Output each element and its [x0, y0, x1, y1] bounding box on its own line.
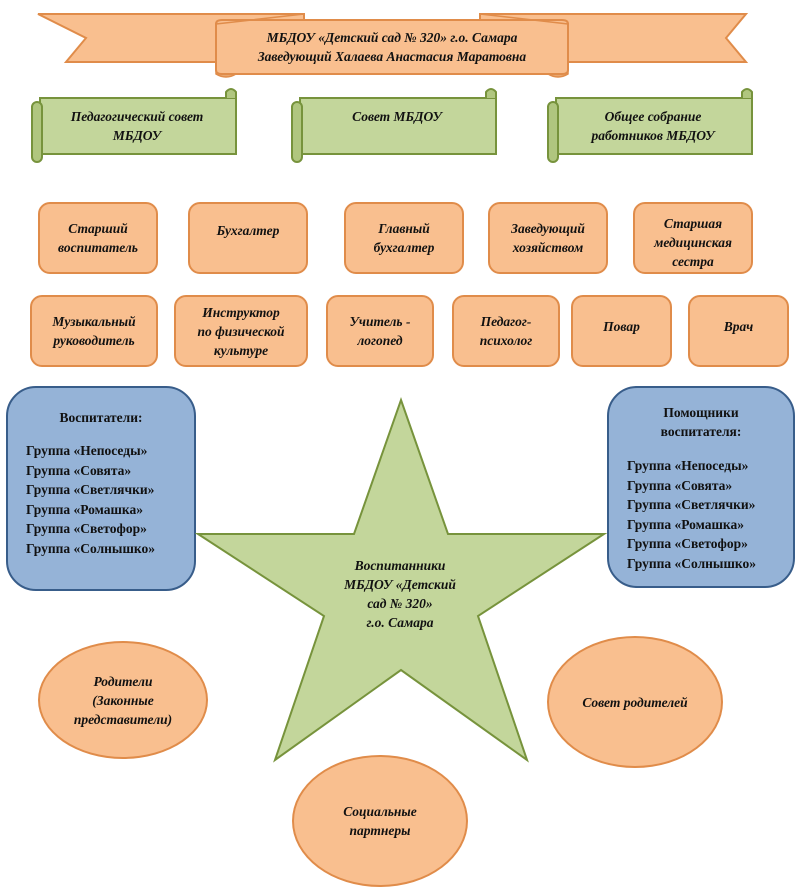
staff-music-director-line-1: Музыкальный: [52, 314, 136, 329]
staff-speech-therapist-line-2: логопед: [357, 333, 403, 348]
parent-council-line-1: Совет родителей: [582, 694, 688, 710]
council-pedagogical-line-2: МБДОУ: [112, 128, 162, 143]
staff-senior-educator-line-2: воспитатель: [58, 240, 138, 255]
social-partners-ellipse: Социальные партнеры: [292, 755, 468, 887]
educators-group-item: Группа «Светлячки»: [26, 482, 155, 497]
assistants-title-line-1: Помощники: [663, 405, 739, 420]
assistants-group-item: Группа «Светофор»: [627, 536, 748, 551]
staff-music-director: Музыкальный руководитель: [30, 295, 158, 367]
council-general-meeting: Общее собрание работников МБДОУ: [560, 98, 746, 154]
educators-group-item: Группа «Солнышко»: [26, 540, 155, 556]
council-pedagogical-line-1: Педагогический совет: [70, 109, 204, 124]
council-pedagogical: Педагогический совет МБДОУ: [44, 98, 230, 154]
assistants-group-item: Группа «Совята»: [627, 477, 733, 493]
staff-accountant: Бухгалтер: [188, 202, 308, 274]
educators-group-item: Группа «Совята»: [26, 462, 132, 478]
council-scroll-3: [547, 88, 753, 163]
council-general-meeting-line-2: работников МБДОУ: [591, 128, 715, 143]
pupils-star-line-3: сад № 320»: [367, 596, 433, 611]
banner-title-line-2: Заведующий Халаева Анастасия Маратовна: [257, 49, 527, 64]
staff-chief-accountant: Главный бухгалтер: [344, 202, 464, 274]
staff-chief-accountant-line-1: Главный: [378, 221, 430, 236]
assistants-group-item: Группа «Солнышко»: [627, 555, 756, 571]
parents-ellipse: Родители (Законные представители): [38, 641, 208, 759]
council-general-meeting-line-1: Общее собрание: [604, 109, 702, 124]
pupils-star-line-2: МБДОУ «Детский: [344, 577, 456, 592]
staff-pe-instructor-line-2: по физической: [197, 323, 285, 339]
assistants-group-item: Группа «Ромашка»: [627, 516, 744, 532]
pupils-star-label: Воспитанники МБДОУ «Детский сад № 320» г…: [300, 556, 500, 632]
assistants-title-line-2: воспитателя:: [660, 424, 742, 439]
assistants-title: Помощники воспитателя:: [609, 403, 793, 441]
staff-psychologist: Педагог- психолог: [452, 295, 560, 367]
staff-doctor: Врач: [688, 295, 789, 367]
social-partners-line-1: Социальные: [343, 804, 417, 819]
educators-title-line-1: Воспитатели:: [59, 410, 143, 425]
staff-pe-instructor-line-3: культуре: [213, 342, 269, 358]
educators-group-item: Группа «Непоседы»: [26, 443, 148, 458]
staff-psychologist-line-2: психолог: [479, 333, 533, 348]
educators-group-item: Группа «Ромашка»: [26, 501, 143, 517]
staff-senior-educator: Старший воспитатель: [38, 202, 158, 274]
staff-head-nurse-line-2: медицинская: [654, 235, 732, 250]
council-scrolls: [31, 88, 753, 163]
staff-household-manager-line-1: Заведующий: [511, 221, 585, 236]
staff-pe-instructor-line-1: Инструктор: [202, 304, 280, 320]
parents-line-2: (Законные: [92, 692, 154, 708]
assistants-group-list: Группа «Непоседы» Группа «Совята» Группа…: [627, 456, 756, 573]
council-scroll-2: [291, 88, 497, 163]
staff-speech-therapist: Учитель - логопед: [326, 295, 434, 367]
council-mbdou: Совет МБДОУ: [304, 98, 490, 134]
staff-music-director-line-2: руководитель: [53, 333, 135, 348]
staff-cook: Повар: [571, 295, 672, 367]
staff-head-nurse-line-1: Старшая: [663, 216, 723, 231]
staff-household-manager-line-2: хозяйством: [512, 240, 584, 255]
staff-psychologist-line-1: Педагог-: [480, 314, 532, 329]
staff-senior-educator-line-1: Старший: [68, 221, 128, 236]
banner-title-line-1: МБДОУ «Детский сад № 320» г.о. Самара: [266, 30, 518, 45]
staff-chief-accountant-line-2: бухгалтер: [373, 240, 435, 255]
assistants-group-item: Группа «Непоседы»: [627, 458, 749, 473]
council-mbdou-line-1: Совет МБДОУ: [352, 108, 442, 124]
assistants-group-item: Группа «Светлячки»: [627, 497, 756, 512]
educators-panel: Воспитатели: Группа «Непоседы» Группа «С…: [6, 386, 196, 591]
staff-speech-therapist-line-1: Учитель -: [349, 314, 411, 329]
parents-line-1: Родители: [93, 673, 153, 689]
banner-title: МБДОУ «Детский сад № 320» г.о. Самара За…: [216, 28, 568, 66]
educators-group-item: Группа «Светофор»: [26, 521, 147, 536]
staff-cook-line-1: Повар: [603, 319, 640, 334]
educators-group-list: Группа «Непоседы» Группа «Совята» Группа…: [26, 441, 155, 558]
pupils-star-line-1: Воспитанники: [354, 558, 446, 573]
staff-head-nurse: Старшая медицинская сестра: [633, 202, 753, 274]
parent-council-ellipse: Совет родителей: [547, 636, 723, 768]
header-banner: [37, 13, 749, 78]
pupils-star-line-4: г.о. Самара: [366, 615, 434, 630]
staff-doctor-line-1: Врач: [723, 319, 754, 334]
staff-head-nurse-line-3: сестра: [672, 254, 714, 269]
parents-line-3: представители): [73, 711, 173, 727]
staff-pe-instructor: Инструктор по физической культуре: [174, 295, 308, 367]
council-scroll-1: [31, 88, 237, 163]
social-partners-line-2: партнеры: [349, 823, 411, 838]
assistants-panel: Помощники воспитателя: Группа «Непоседы»…: [607, 386, 795, 588]
staff-household-manager: Заведующий хозяйством: [488, 202, 608, 274]
staff-accountant-line-1: Бухгалтер: [216, 223, 280, 238]
educators-title: Воспитатели:: [8, 408, 194, 427]
